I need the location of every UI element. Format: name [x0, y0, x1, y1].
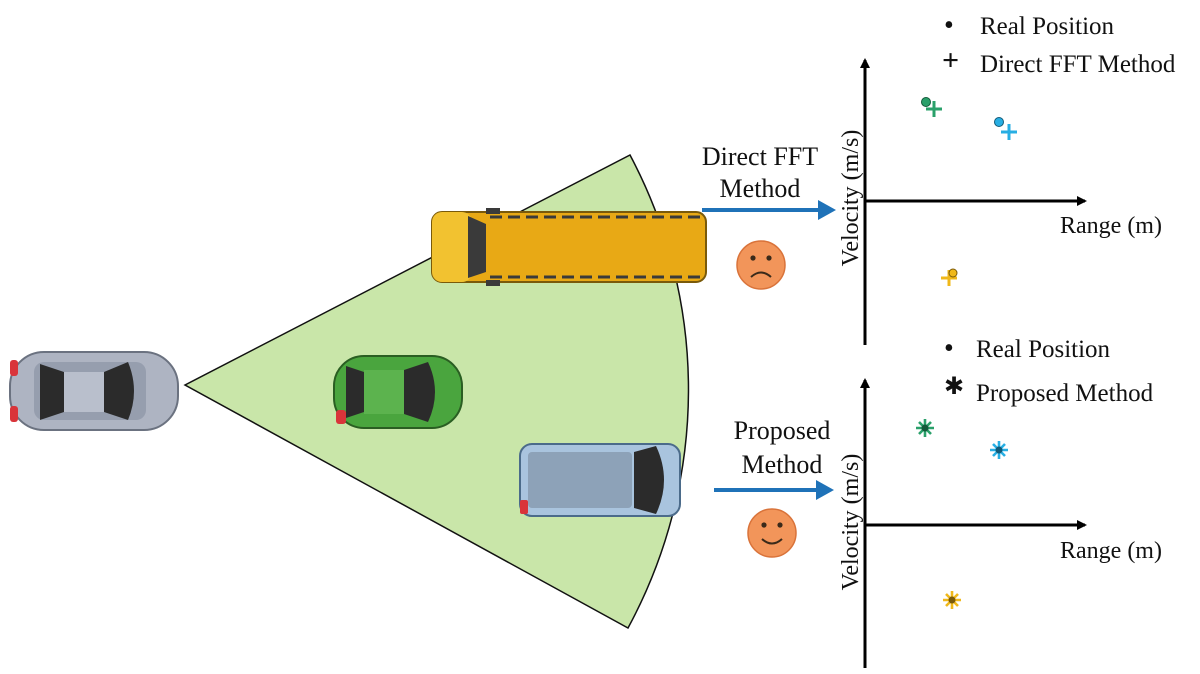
bottom-real-point-green: [921, 424, 929, 432]
ego-car: [9, 351, 179, 431]
bottom-legend-method-label: Proposed Method: [976, 380, 1154, 407]
top-method-label-line1: Direct FFT: [702, 142, 818, 171]
top-legend-method-label: Direct FFT Method: [980, 51, 1176, 78]
sad-face-icon: [736, 240, 786, 290]
bottom-real-point-cyan: [995, 446, 1003, 454]
bottom-method-label-line2: Method: [742, 450, 823, 479]
top-real-point-green: [921, 97, 931, 107]
bottom-plot-ylabel: Velocity (m/s): [838, 454, 864, 591]
top-method-arrow: [702, 200, 836, 220]
top-method-label-line2: Method: [720, 174, 801, 203]
bottom-legend-real-symbol: •: [944, 333, 954, 364]
top-legend-method-symbol: +: [942, 44, 959, 77]
bottom-legend-method-symbol: ✱: [944, 374, 964, 400]
top-fft-plus-green: [926, 101, 942, 117]
bus: [431, 208, 707, 286]
top-real-point-cyan: [994, 117, 1004, 127]
top-legend-real-symbol: •: [944, 10, 954, 41]
top-real-point-yellow: [948, 268, 958, 278]
top-plot-xlabel: Range (m): [1060, 213, 1162, 239]
bottom-legend-real-label: Real Position: [976, 336, 1111, 363]
top-fft-plus-cyan: [1001, 124, 1017, 140]
bottom-method-label-line1: Proposed: [734, 416, 831, 445]
bottom-plot-xlabel: Range (m): [1060, 538, 1162, 564]
top-plot-ylabel: Velocity (m/s): [838, 130, 864, 267]
green-car: [333, 355, 463, 429]
van: [519, 443, 681, 517]
happy-face-icon: [747, 508, 797, 558]
bottom-real-point-yellow: [948, 596, 956, 604]
bottom-plot: Velocity (m/s) Range (m) • Real Position…: [838, 333, 1162, 668]
top-plot: Velocity (m/s) Range (m) • Real Position…: [838, 10, 1176, 345]
bottom-method-arrow: [714, 480, 834, 500]
top-legend-real-label: Real Position: [980, 13, 1115, 40]
